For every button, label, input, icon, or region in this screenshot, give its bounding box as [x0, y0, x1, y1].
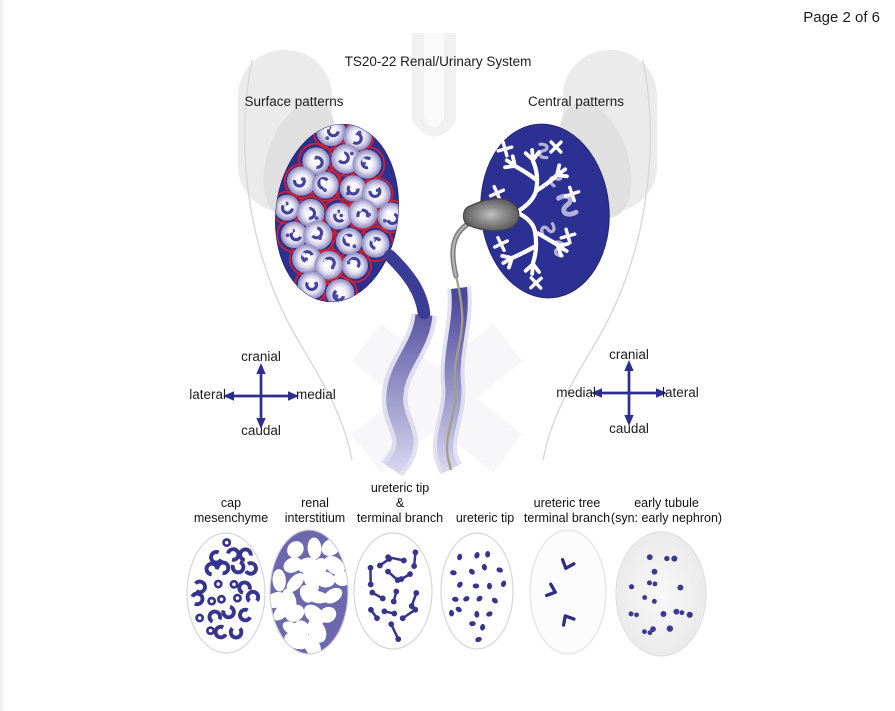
figure-title: TS20-22 Renal/Urinary System: [344, 54, 532, 69]
oval-ureteric-tree-terminal-branch: [529, 529, 607, 655]
left-kidney-surface-patterns: [270, 117, 431, 320]
renal-interstitium-pattern: [270, 537, 348, 654]
left-axis-cranial-label: cranial: [241, 349, 281, 364]
ureteric-tip-terminal-branch-pattern: [367, 549, 420, 643]
nephric-ducts: [381, 221, 472, 477]
left-axis-caudal-label: caudal: [241, 423, 281, 438]
left-nephric-duct: [384, 313, 433, 475]
page-indicator: Page 2 of 6: [803, 9, 880, 26]
legend-ovals: [186, 529, 707, 657]
legend-label-ureteric-tip: ureteric tip: [455, 511, 515, 525]
renal-pelvis: [462, 198, 520, 232]
legend-label-ureteric-tree-terminal-branch: ureteric tree terminal branch: [523, 496, 611, 525]
right-axis-cranial-label: cranial: [609, 347, 649, 362]
ureteric-tree-icon: [509, 158, 561, 266]
right-kidney-central-patterns: [462, 123, 610, 299]
right-axis-caudal-label: caudal: [609, 421, 649, 436]
early-tubule-pattern: [628, 554, 693, 636]
oval-early-tubule: [615, 531, 707, 657]
legend-label-early-tubule: early tubule (syn: early nephron): [610, 496, 723, 525]
oval-ureteric-tip: [440, 532, 514, 650]
nephron-lobules: [270, 117, 409, 309]
surface-patterns-label: Surface patterns: [244, 94, 344, 109]
left-axis-lateral-label: lateral: [189, 387, 226, 402]
right-axis-lateral-label: lateral: [662, 385, 699, 400]
cap-mesenchyme-pattern: [189, 538, 261, 640]
legend-label-renal-interstitium: renal interstitium: [284, 496, 346, 525]
left-orientation-axes-icon: [223, 363, 299, 429]
page-left-edge: [0, 0, 3, 711]
central-patterns-label: Central patterns: [527, 94, 625, 109]
right-orientation-axes-icon: [591, 360, 667, 426]
legend-label-ureteric-tip-terminal-branch: ureteric tip & terminal branch: [356, 481, 444, 525]
oval-ureteric-tip-terminal-branch: [353, 532, 433, 650]
right-axis-medial-label: medial: [556, 385, 596, 400]
legend-label-cap-mesenchyme: cap mesenchyme: [193, 496, 269, 525]
tree-branch-tips: [488, 140, 581, 290]
left-ureter: [383, 249, 431, 320]
ureteric-tip-pattern: [448, 550, 507, 643]
ureteric-tree-terminal-branch-pattern: [545, 558, 576, 627]
ureter-line: [445, 275, 464, 471]
left-axis-medial-label: medial: [296, 387, 336, 402]
oval-cap-mesenchyme: [186, 532, 266, 654]
